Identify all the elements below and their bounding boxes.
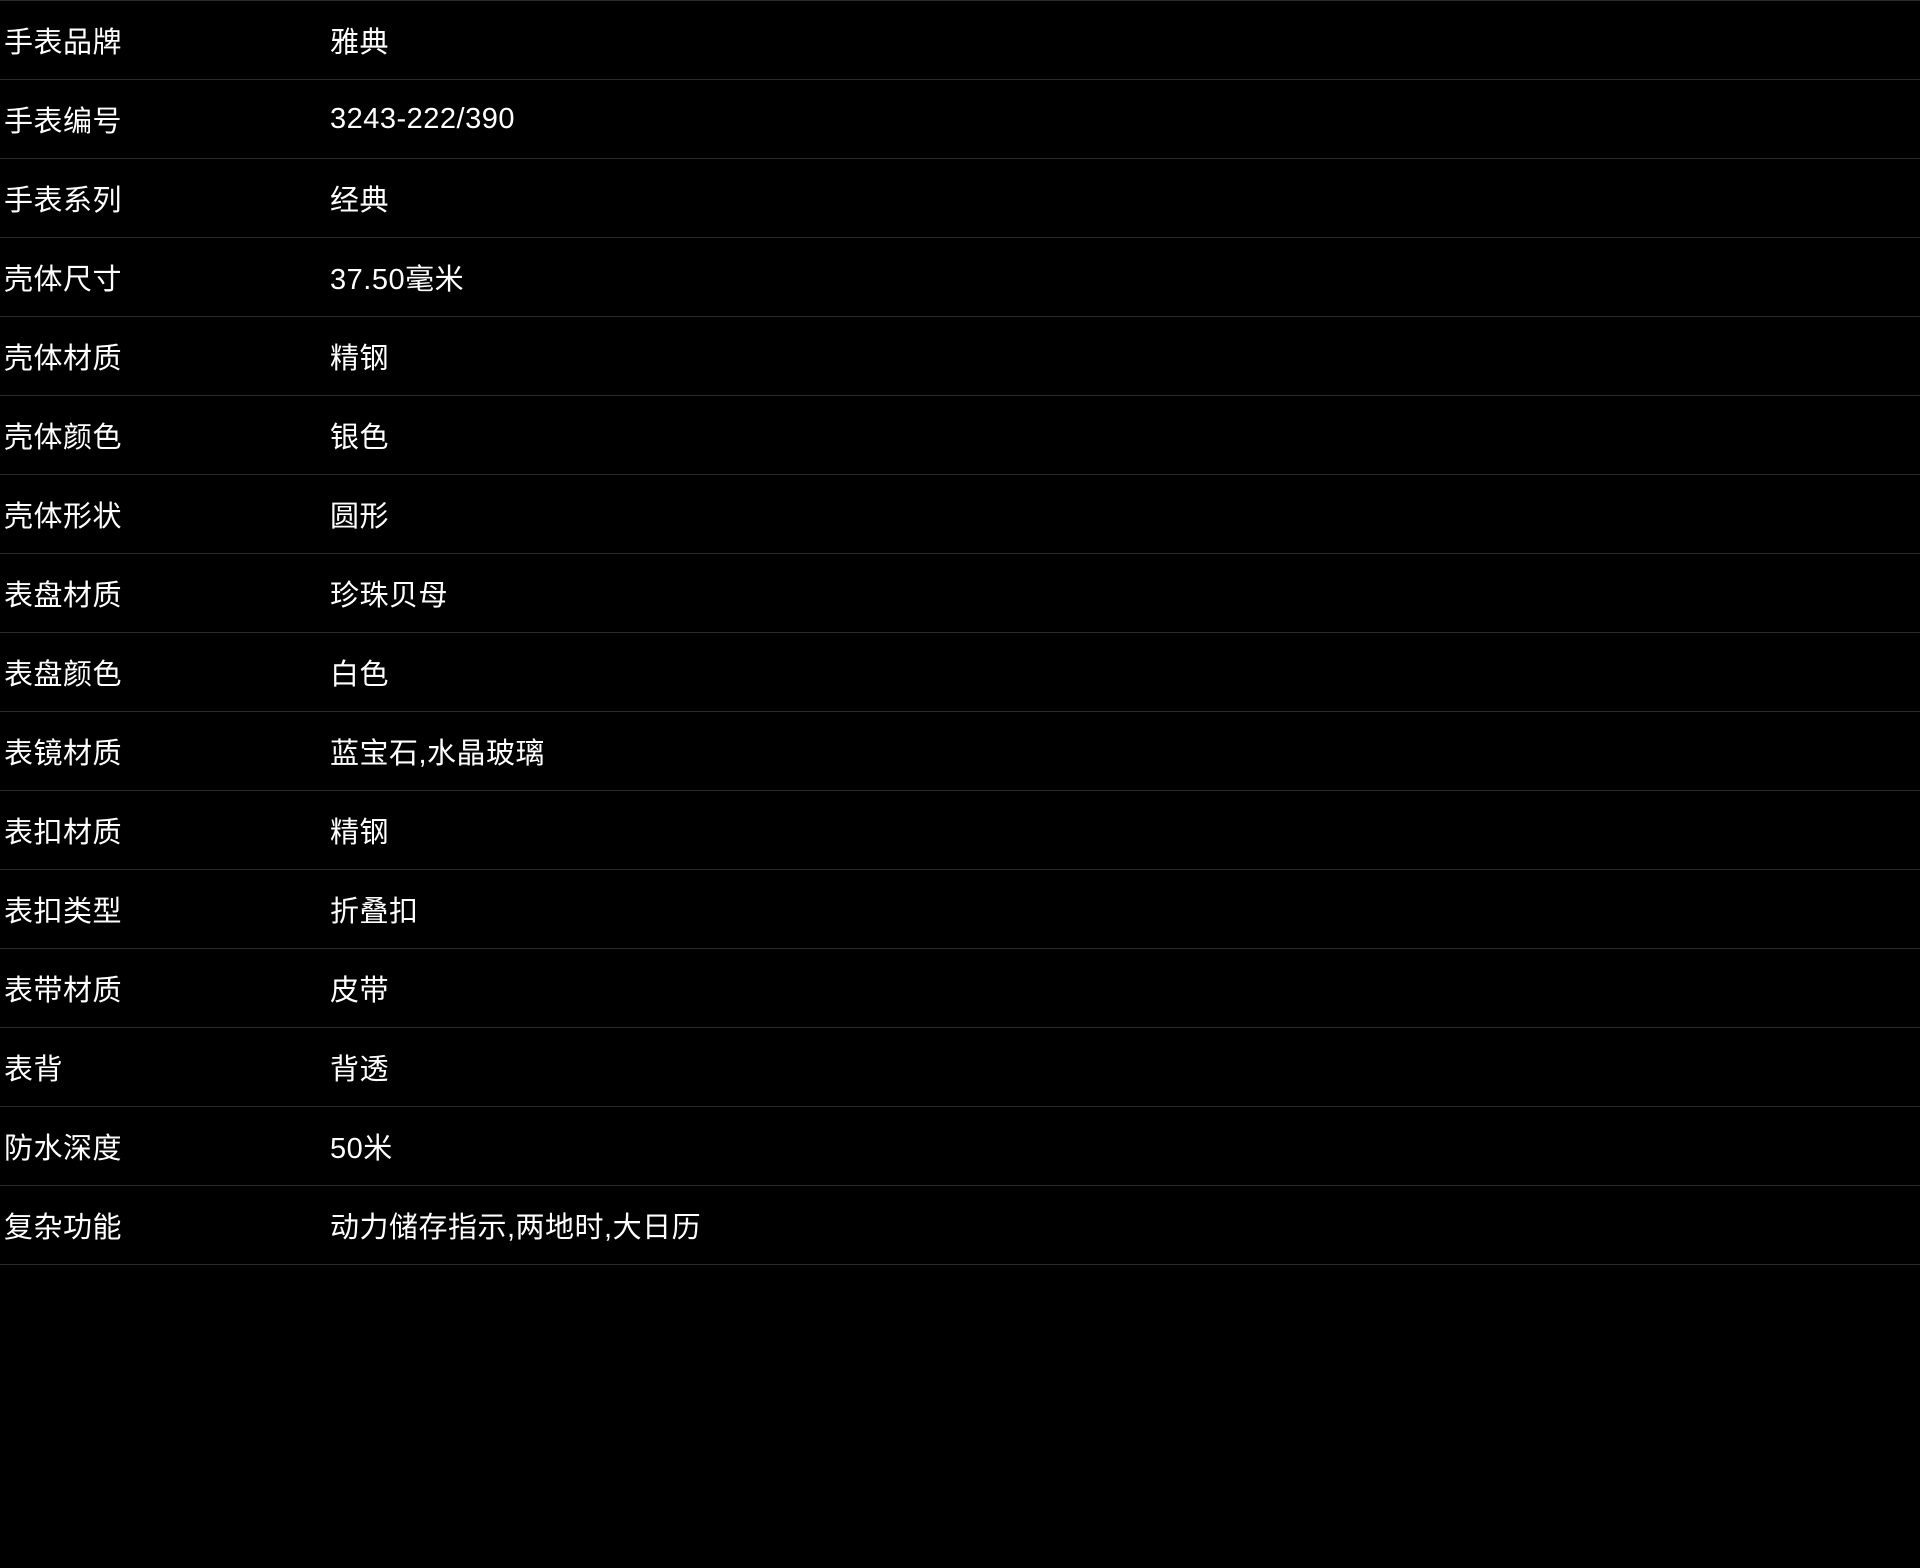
spec-value: 动力储存指示,两地时,大日历 — [330, 1212, 702, 1244]
table-row: 表背 背透 — [0, 1028, 1920, 1107]
table-row: 壳体形状 圆形 — [0, 475, 1920, 554]
spec-label: 表盘材质 — [4, 580, 123, 612]
spec-value: 经典 — [330, 185, 390, 217]
spec-label: 壳体材质 — [4, 343, 123, 375]
spec-label: 表带材质 — [4, 975, 123, 1007]
spec-value: 皮带 — [330, 975, 390, 1007]
spec-label: 手表编号 — [4, 106, 123, 138]
spec-value: 背透 — [330, 1054, 390, 1086]
spec-value: 珍珠贝母 — [330, 580, 449, 612]
spec-label: 复杂功能 — [4, 1212, 123, 1244]
spec-value: 37.50毫米 — [330, 264, 465, 296]
spec-label: 壳体形状 — [4, 501, 123, 533]
spec-value: 雅典 — [330, 27, 390, 59]
spec-label: 表盘颜色 — [4, 659, 123, 691]
spec-label: 表背 — [4, 1054, 64, 1086]
spec-label: 手表系列 — [4, 185, 123, 217]
spec-value: 银色 — [330, 422, 390, 454]
spec-value: 蓝宝石,水晶玻璃 — [330, 738, 546, 770]
spec-value: 圆形 — [330, 501, 390, 533]
spec-label: 表扣材质 — [4, 817, 123, 849]
table-row: 防水深度 50米 — [0, 1107, 1920, 1186]
table-row: 手表编号 3243-222/390 — [0, 80, 1920, 159]
table-row: 壳体尺寸 37.50毫米 — [0, 238, 1920, 317]
table-row: 壳体颜色 银色 — [0, 396, 1920, 475]
table-row: 壳体材质 精钢 — [0, 317, 1920, 396]
spec-label: 防水深度 — [4, 1133, 123, 1165]
spec-value: 折叠扣 — [330, 896, 419, 928]
spec-value: 白色 — [330, 659, 390, 691]
spec-label: 壳体颜色 — [4, 422, 123, 454]
table-row: 表扣类型 折叠扣 — [0, 870, 1920, 949]
table-row: 表带材质 皮带 — [0, 949, 1920, 1028]
spec-value: 精钢 — [330, 343, 390, 375]
table-row: 手表系列 经典 — [0, 159, 1920, 238]
spec-label: 手表品牌 — [4, 27, 123, 59]
table-row: 手表品牌 雅典 — [0, 1, 1920, 80]
table-row: 表盘颜色 白色 — [0, 633, 1920, 712]
spec-value: 精钢 — [330, 817, 390, 849]
table-row: 表盘材质 珍珠贝母 — [0, 554, 1920, 633]
table-row: 复杂功能 动力储存指示,两地时,大日历 — [0, 1186, 1920, 1265]
table-row: 表扣材质 精钢 — [0, 791, 1920, 870]
spec-label: 表扣类型 — [4, 896, 123, 928]
spec-label: 壳体尺寸 — [4, 264, 123, 296]
table-row: 表镜材质 蓝宝石,水晶玻璃 — [0, 712, 1920, 791]
spec-label: 表镜材质 — [4, 738, 123, 770]
spec-value: 3243-222/390 — [330, 102, 515, 135]
spec-value: 50米 — [330, 1133, 393, 1165]
